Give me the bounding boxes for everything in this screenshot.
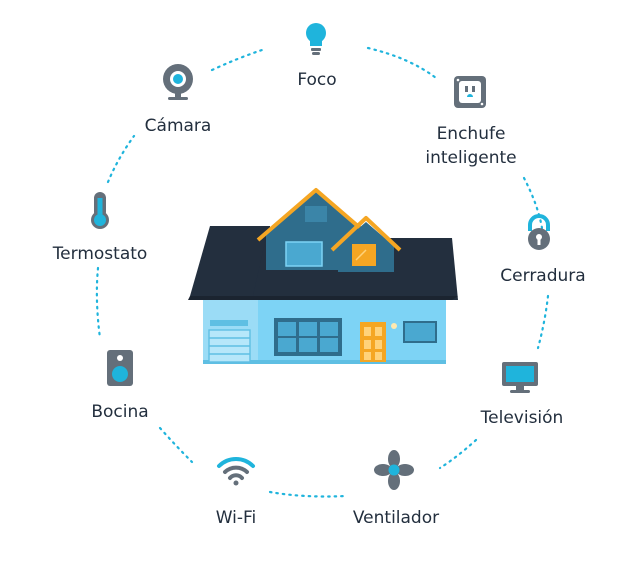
- house-illustration: [188, 188, 458, 364]
- dormer-small-trim: [330, 216, 402, 252]
- garage-window: [210, 320, 248, 326]
- fan-icon: [374, 450, 414, 490]
- lock-icon: [528, 214, 550, 250]
- ring-segment: [268, 490, 348, 498]
- ring-segment: [366, 46, 438, 80]
- wifi-icon: [217, 456, 255, 486]
- front-door: [360, 322, 386, 362]
- speaker-icon: [107, 350, 133, 386]
- dormer-large-attic-window: [305, 206, 327, 222]
- camera-icon: [163, 64, 193, 100]
- garage-door: [208, 329, 251, 363]
- ring-segment: [438, 438, 478, 470]
- device-label-termostato: Termostato: [52, 244, 148, 264]
- ring-segment: [158, 426, 194, 464]
- side-window: [403, 321, 437, 343]
- smart-plug-icon: [454, 76, 486, 108]
- lightbulb-icon: [306, 23, 326, 55]
- television-icon: [502, 362, 538, 393]
- thermometer-icon: [91, 192, 109, 229]
- device-label-enchufe: Enchufe inteligente: [425, 124, 517, 168]
- device-label-camara: Cámara: [144, 116, 212, 136]
- dormer-large-window: [285, 241, 323, 267]
- dormer-small-window: [352, 244, 376, 266]
- device-label-cerradura: Cerradura: [500, 266, 586, 286]
- dotted-ring: [95, 46, 550, 498]
- device-label-foco: Foco: [297, 70, 337, 90]
- foundation: [203, 360, 446, 364]
- ring-segment: [95, 266, 102, 340]
- device-label-ventilador: Ventilador: [352, 508, 440, 528]
- ring-segment: [536, 294, 550, 350]
- roof-left: [190, 226, 270, 296]
- ring-segment: [522, 176, 544, 230]
- device-label-wifi: Wi-Fi: [215, 508, 257, 528]
- device-label-bocina: Bocina: [91, 402, 149, 422]
- ring-segment: [210, 48, 264, 72]
- dormer-large-trim: [256, 188, 376, 242]
- front-window: [274, 318, 342, 356]
- device-label-television: Televisión: [480, 408, 564, 428]
- roof-eave: [188, 296, 458, 300]
- ring-segment: [106, 134, 136, 184]
- porch-light: [391, 323, 397, 329]
